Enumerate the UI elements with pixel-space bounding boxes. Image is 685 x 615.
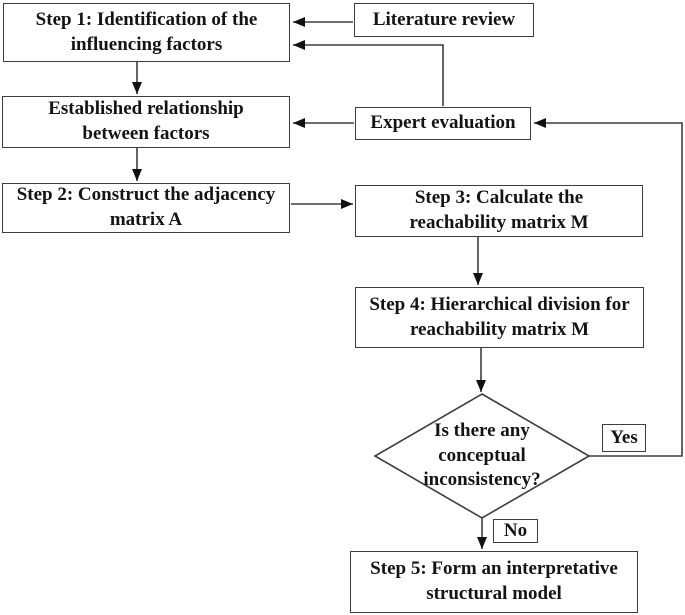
step4-label: Step 4: Hierarchical division for reacha… <box>369 293 630 340</box>
step4-box: Step 4: Hierarchical division for reacha… <box>355 287 644 348</box>
no-label-box: No <box>493 519 538 543</box>
literature-review-label: Literature review <box>372 8 516 30</box>
literature-review-box: Literature review <box>354 3 534 37</box>
step1-box: Step 1: Identification of the influencin… <box>3 3 290 62</box>
established-relationship-box: Established relationship between factors <box>2 96 290 148</box>
yes-label-box: Yes <box>602 424 646 452</box>
decision-diamond-shape <box>373 393 591 519</box>
step5-box: Step 5: Form an interpretative structura… <box>350 551 638 613</box>
step1-label: Step 1: Identification of the influencin… <box>35 8 258 55</box>
yes-label: Yes <box>610 426 638 448</box>
no-label: No <box>503 519 528 541</box>
step2-label: Step 2: Construct the adjacency matrix A <box>16 184 276 230</box>
arrow-decision-yes-to-expert <box>534 118 683 457</box>
step3-box: Step 3: Calculate the reachability matri… <box>355 185 643 237</box>
established-relationship-label: Established relationship between factors <box>48 98 244 144</box>
expert-evaluation-label: Expert evaluation <box>370 112 516 134</box>
step5-label: Step 5: Form an interpretative structura… <box>370 558 618 604</box>
decision-label: Is there any conceptual inconsistency? <box>423 419 541 491</box>
expert-evaluation-box: Expert evaluation <box>355 107 531 140</box>
decision-diamond-text: Is there any conceptual inconsistency? <box>397 408 567 504</box>
step2-box: Step 2: Construct the adjacency matrix A <box>2 183 290 233</box>
step3-label: Step 3: Calculate the reachability matri… <box>409 187 589 233</box>
arrow-expert-to-step1 <box>293 40 444 106</box>
